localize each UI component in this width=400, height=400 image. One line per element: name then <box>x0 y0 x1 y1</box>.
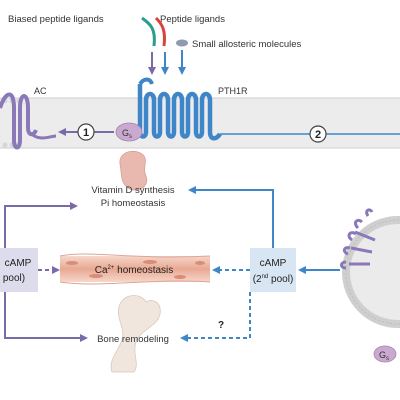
gs-protein-endosome: Gs <box>373 345 397 363</box>
bone-icon <box>110 295 161 373</box>
biased-peptide-ligand-icon <box>141 16 156 47</box>
gs-label: Gs <box>122 128 132 140</box>
step-1-marker: 1 <box>77 123 95 141</box>
svg-text:2: 2 <box>315 129 321 141</box>
endosome-icon <box>340 208 400 328</box>
pth1r-label: PTH1R <box>218 86 248 96</box>
vitamin-d-label: Vitamin D synthesis <box>91 185 174 196</box>
blood-vessel-icon <box>59 253 211 285</box>
svg-text:1: 1 <box>83 127 89 139</box>
adenylyl-cyclase <box>0 92 57 150</box>
camp-first-pool-box: cAMP pool) <box>0 248 38 292</box>
second-pool-arrows <box>180 186 340 342</box>
step-2-marker: 2 <box>309 125 327 143</box>
bone-remodeling-label: Bone remodeling <box>97 334 169 345</box>
camp-second-pool-box: cAMP (2nd pool) <box>250 248 296 292</box>
ca-homeostasis-label: Ca2+ homeostasis <box>95 265 174 276</box>
svg-text:cAMP: cAMP <box>5 258 32 269</box>
small-allosteric-label: Small allosteric molecules <box>192 39 302 50</box>
svg-text:Gs: Gs <box>379 350 389 362</box>
pi-homeostasis-label: Pi homeostasis <box>101 198 166 209</box>
svg-text:cAMP: cAMP <box>260 258 287 269</box>
small-molecule-icon <box>176 39 188 47</box>
ac-label: AC <box>34 86 47 96</box>
svg-text:pool): pool) <box>3 273 25 284</box>
gs-protein: Gs <box>115 122 143 142</box>
biased-ligands-label: Biased peptide ligands <box>8 14 104 25</box>
first-pool-arrows <box>4 202 88 342</box>
svg-text:(2nd pool): (2nd pool) <box>253 274 294 285</box>
kidney-icon <box>119 150 148 191</box>
peptide-ligands-label: Peptide ligands <box>160 14 225 25</box>
peptide-ligand-icon <box>154 16 166 47</box>
unknown-mark: ? <box>218 320 224 331</box>
pth1r-receptor <box>137 77 222 141</box>
